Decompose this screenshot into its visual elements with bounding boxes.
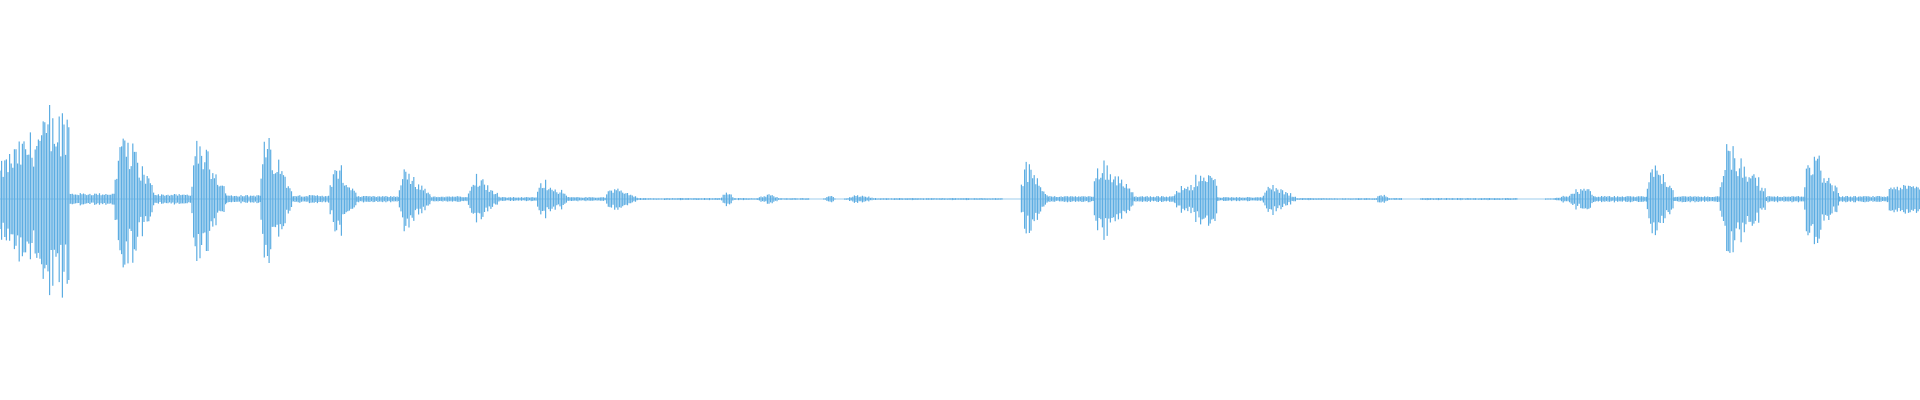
waveform-segment-19	[734, 198, 754, 201]
waveform-segment-30	[1216, 197, 1263, 202]
waveform-segment-40	[1719, 144, 1766, 253]
waveform-segment-22	[823, 196, 836, 203]
waveform-segment-43	[1838, 196, 1890, 203]
waveform-segment-31	[1262, 185, 1296, 215]
waveform-segment-12	[467, 173, 500, 223]
waveform-segment-15	[567, 197, 606, 202]
waveform-segment-8	[329, 165, 357, 236]
waveform-segment-18	[719, 192, 735, 207]
waveform-segment-39	[1673, 196, 1720, 203]
waveform-segment-5	[226, 195, 261, 204]
waveform-segment-1	[68, 193, 115, 206]
waveform-segment-2	[114, 138, 155, 268]
waveform-segment-35	[1420, 198, 1518, 201]
waveform-segment-16	[606, 188, 638, 210]
waveform-segment-36	[1545, 188, 1595, 210]
waveform-segment-41	[1765, 196, 1806, 203]
waveform-segments	[0, 105, 1920, 298]
waveform-segment-10	[398, 169, 431, 232]
waveform-segment-23	[844, 195, 876, 203]
waveform-segment-25	[1020, 161, 1048, 234]
waveform-segment-34	[1389, 198, 1402, 200]
waveform-segment-17	[636, 198, 720, 201]
waveform-segment-28	[1132, 196, 1175, 203]
waveform-segment-42	[1804, 155, 1839, 245]
waveform-segment-13	[498, 197, 537, 202]
waveform-segment-6	[260, 138, 293, 263]
waveform-segment-32	[1295, 198, 1375, 201]
waveform-segment-44	[1888, 185, 1920, 214]
waveform-segment-14	[537, 179, 569, 219]
waveform-segment-27	[1093, 160, 1134, 240]
waveform-segment-11	[429, 196, 468, 202]
waveform-segment-33	[1374, 194, 1390, 203]
waveform-segment-4	[191, 140, 227, 261]
waveform-segment-37	[1593, 196, 1647, 203]
waveform-segment-3	[153, 194, 193, 205]
waveform-segment-21	[780, 198, 810, 200]
waveform-segment-0	[0, 105, 70, 298]
waveform-segment-29	[1174, 174, 1218, 226]
waveform-segment-38	[1646, 165, 1674, 236]
waveform-segment-7	[291, 195, 330, 204]
waveform-segment-26	[1047, 196, 1094, 203]
waveform-segment-24	[874, 198, 1003, 201]
waveform-segment-20	[754, 194, 781, 204]
waveform-segment-9	[356, 196, 400, 203]
